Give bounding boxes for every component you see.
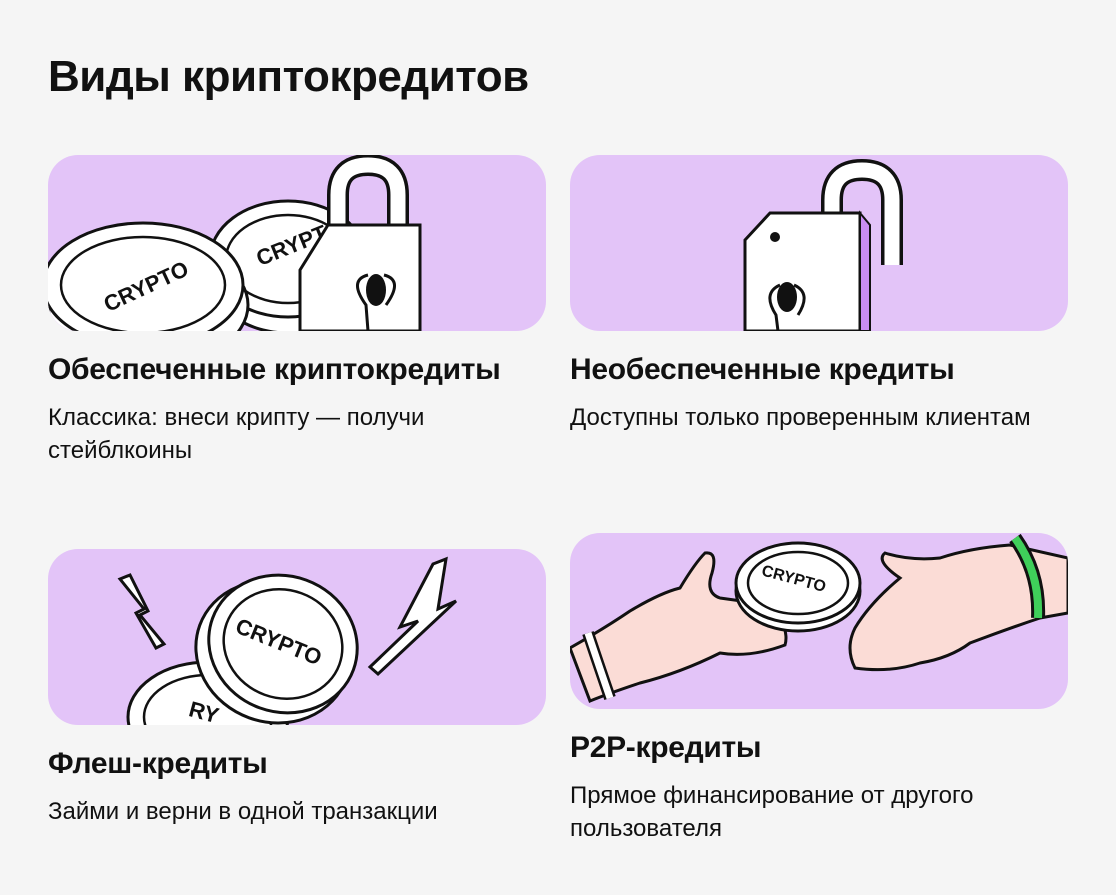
open-padlock-icon — [743, 158, 903, 331]
flash-loans-illustration: RY CRYPTO — [48, 549, 546, 725]
card-p2p-loans: CRYPTO P2P-кредиты Прямое финансирование… — [570, 533, 1068, 845]
secured-loans-illustration: CRYPTO CRYPTO — [48, 155, 546, 331]
unsecured-loans-illustration — [570, 155, 1068, 331]
card-unsecured-loans: Необеспеченные кредиты Доступны только п… — [570, 155, 1068, 434]
card-title: Флеш-кредиты — [48, 747, 268, 780]
hands-coin-icon: CRYPTO — [570, 533, 1068, 703]
coins-and-lock-icon: CRYPTO CRYPTO — [48, 155, 422, 331]
card-secured-loans: CRYPTO CRYPTO Обеспеченные криптокредиты… — [48, 155, 546, 467]
card-description: Займи и верни в одной транзакции — [48, 798, 438, 825]
card-description: Доступны только проверенным клиентам — [570, 404, 1031, 431]
page-title: Виды криптокредитов — [48, 52, 529, 101]
card-title: Необеспеченные кредиты — [570, 353, 955, 386]
card-description: Прямое финансирование от другого пользов… — [570, 782, 974, 842]
card-description: Классика: внеси крипту — получи стейблко… — [48, 404, 425, 464]
card-title: Обеспеченные криптокредиты — [48, 353, 501, 386]
card-title: P2P-кредиты — [570, 731, 762, 764]
p2p-loans-illustration: CRYPTO — [570, 533, 1068, 709]
card-flash-loans: RY CRYPTO Флеш-кредиты Займи и верни в о… — [48, 549, 546, 828]
lightning-coins-icon: RY CRYPTO — [117, 556, 458, 725]
